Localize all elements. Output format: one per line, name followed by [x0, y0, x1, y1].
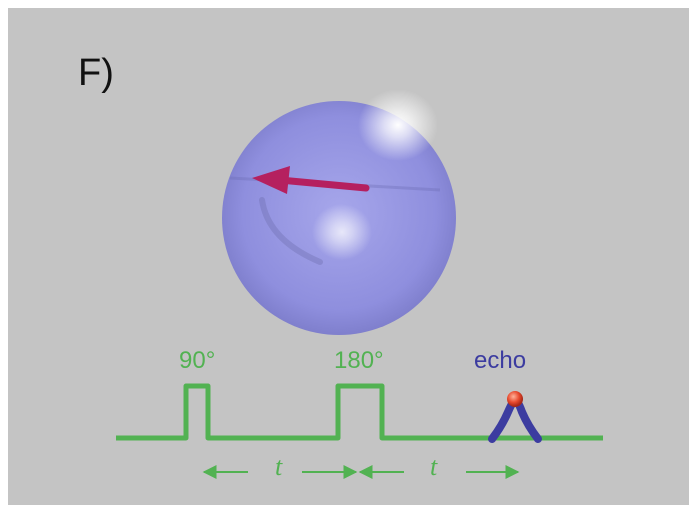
- dephasing-trail: [259, 197, 323, 265]
- pulse-sequence-line: [116, 383, 603, 441]
- echo-peak-ball: [507, 391, 523, 407]
- pulse-label-90: 90°: [179, 347, 216, 374]
- pulse-label-180: 180°: [334, 347, 384, 374]
- interval-label-second: t: [430, 452, 438, 481]
- sphere-highlight-top: [358, 89, 438, 161]
- echo-signal: [488, 391, 542, 443]
- magnetization-vector: [252, 166, 370, 194]
- bloch-sphere: [222, 89, 456, 335]
- interval-label-first: t: [275, 452, 283, 481]
- sphere-highlight-lower: [312, 204, 372, 260]
- echo-label: echo: [474, 347, 527, 374]
- panel-label: F): [78, 52, 114, 94]
